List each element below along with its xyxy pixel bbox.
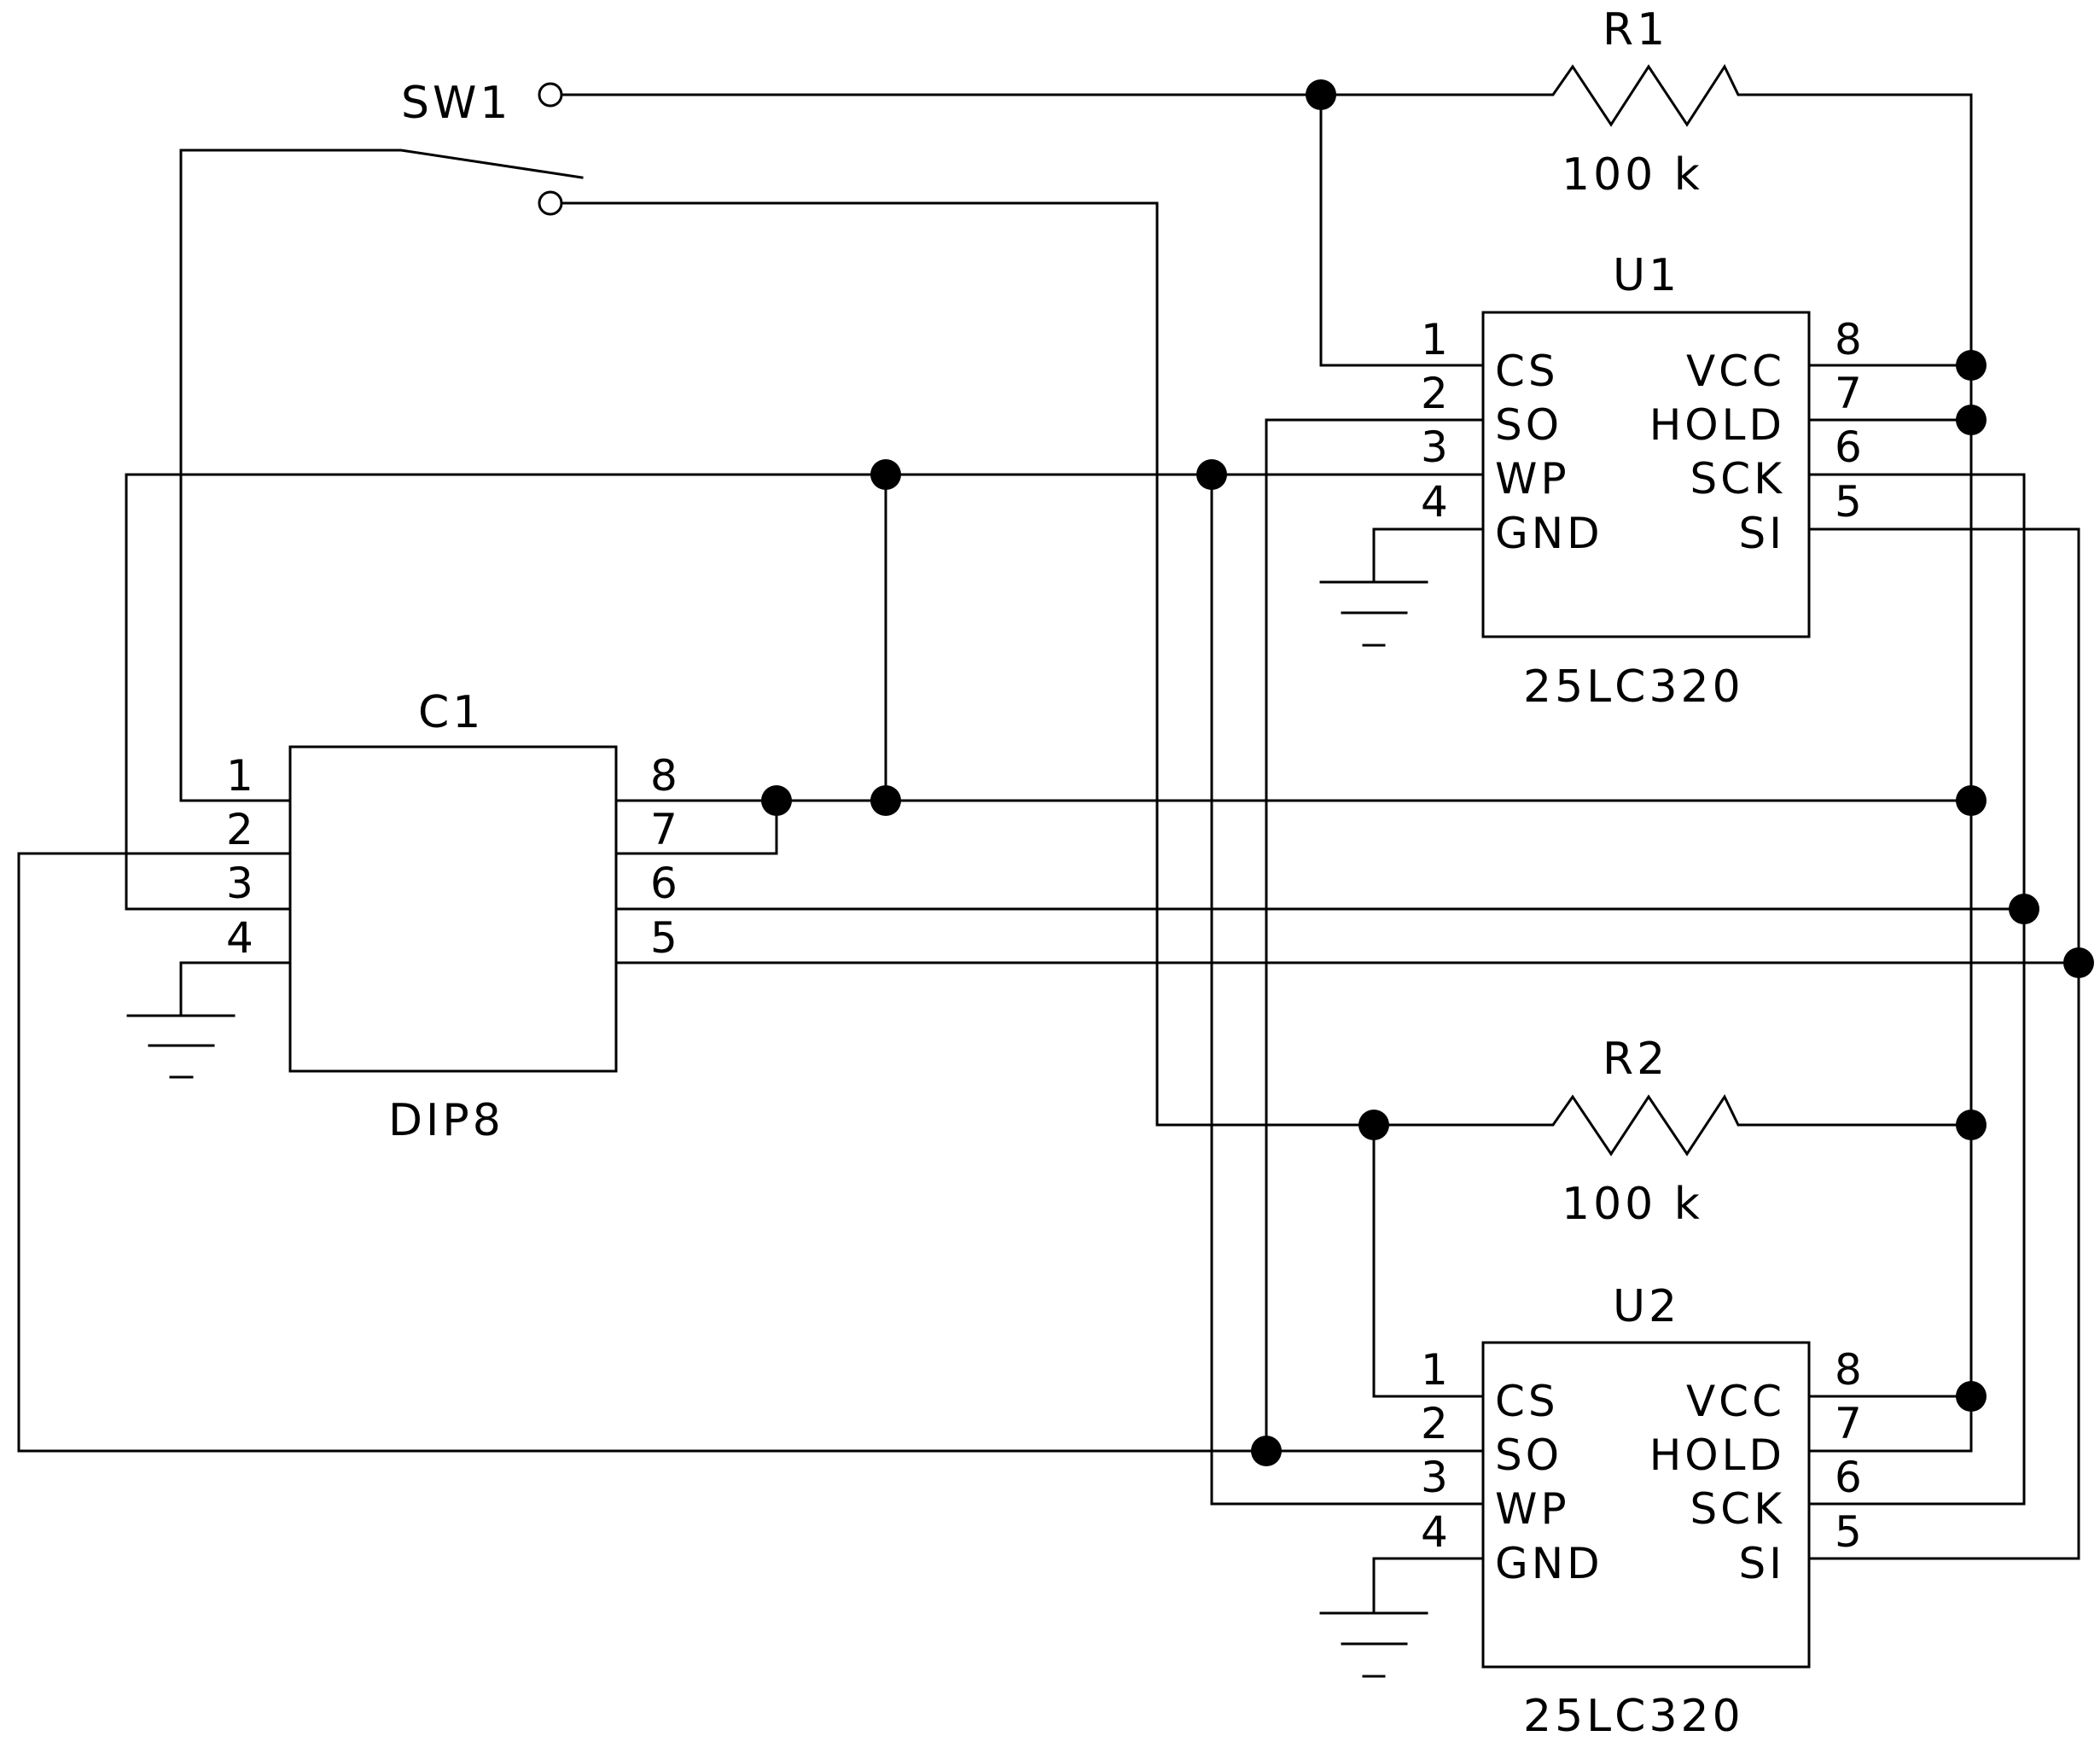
sw1-label: SW1 xyxy=(401,78,512,129)
u2-label: U2 xyxy=(1613,1281,1680,1332)
wire-c1-pin7 xyxy=(614,799,778,855)
r1-zigzag xyxy=(1541,63,1973,1408)
u2-pin-so: SO xyxy=(1495,1430,1562,1480)
resistor-r2: R2 100 k xyxy=(1541,1034,1973,1230)
c1-pin-5-num: 5 xyxy=(650,913,678,963)
r2-value: 100 k xyxy=(1562,1179,1703,1230)
u2-pin-2-num: 2 xyxy=(1421,1399,1448,1448)
wire-sw1-r2 xyxy=(560,201,1544,1127)
wire-u2-cs xyxy=(1372,1123,1485,1398)
u1-pin-vcc: VCC xyxy=(1686,347,1785,396)
junction-dot xyxy=(1251,1436,1282,1466)
junction-dot xyxy=(2009,894,2039,924)
u1-pin-gnd: GND xyxy=(1495,509,1603,558)
c1-pin-2-num: 2 xyxy=(226,805,253,854)
u1-pin-7-num: 7 xyxy=(1835,369,1862,418)
r2-zigzag xyxy=(1541,1093,1973,1156)
u1-pin-5-num: 5 xyxy=(1835,477,1862,527)
junction-dot xyxy=(2063,947,2094,978)
junction-dot xyxy=(1956,785,1987,816)
sw1-terminal-bottom xyxy=(538,190,563,216)
u2-pin-hold: HOLD xyxy=(1649,1430,1785,1480)
wire-so-bus xyxy=(1265,418,1485,1453)
wire-u1-cs xyxy=(1319,93,1485,367)
u1-pin-so: SO xyxy=(1495,400,1562,450)
u2-pin-cs: CS xyxy=(1495,1377,1559,1426)
u1-pin-6-num: 6 xyxy=(1835,422,1862,472)
junction-dot xyxy=(1196,459,1227,490)
c1-pin-4-num: 4 xyxy=(226,913,253,963)
u1-pin-3-num: 3 xyxy=(1421,422,1448,472)
u1-pin-sck: SCK xyxy=(1690,454,1785,504)
u2-pin-8-num: 8 xyxy=(1835,1345,1862,1395)
u2-pin-3-num: 3 xyxy=(1421,1453,1448,1502)
u1-pin-1-num: 1 xyxy=(1421,315,1448,364)
c1-part: DIP8 xyxy=(388,1095,504,1146)
u1-pin-4-num: 4 xyxy=(1421,477,1448,527)
c1-pin-7-num: 7 xyxy=(650,805,678,854)
junction-dot xyxy=(870,785,901,816)
junction-dot xyxy=(1956,1110,1987,1140)
junction-dot xyxy=(761,785,792,816)
wires xyxy=(17,93,2080,1615)
c1-pin-1-num: 1 xyxy=(226,751,253,801)
wire-u2-hold xyxy=(1807,1395,1973,1453)
connector-c1: C1 DIP8 1 2 3 4 8 7 6 5 xyxy=(226,687,678,1146)
wire-c1-gnd xyxy=(179,961,292,1017)
switch-sw1: SW1 xyxy=(179,78,584,216)
ground-symbol-c1 xyxy=(126,1014,236,1079)
resistor-r1: R1 100 k xyxy=(1541,4,1973,1408)
junction-dot xyxy=(1956,1381,1987,1412)
u2-part: 25LC320 xyxy=(1523,1691,1744,1742)
junctions xyxy=(761,79,2094,1466)
junction-dot xyxy=(870,459,901,490)
chip-u2: U2 25LC320 1 2 3 4 CS SO WP GND 8 7 6 5 … xyxy=(1421,1281,1862,1742)
junction-dot xyxy=(1306,79,1336,110)
c1-body xyxy=(288,745,618,1073)
wire-u2-gnd xyxy=(1372,1557,1485,1615)
u2-pin-si: SI xyxy=(1739,1539,1785,1588)
wire-c1-pin2 xyxy=(17,852,1485,1453)
junction-dot xyxy=(1956,405,1987,435)
u2-pin-sck: SCK xyxy=(1690,1484,1785,1534)
u1-pin-hold: HOLD xyxy=(1649,400,1785,450)
wire-sck-bus xyxy=(1807,473,2026,1506)
r2-label: R2 xyxy=(1603,1034,1668,1085)
ground-symbol-u2 xyxy=(1319,1611,1428,1678)
u1-pin-8-num: 8 xyxy=(1835,315,1862,364)
sw1-terminal-top xyxy=(538,82,563,108)
wire-si-bus xyxy=(1807,527,2080,1560)
c1-pin-8-num: 8 xyxy=(650,751,678,801)
u2-pin-7-num: 7 xyxy=(1835,1399,1862,1448)
u2-pin-wp: WP xyxy=(1495,1484,1570,1534)
u1-label: U1 xyxy=(1613,250,1680,301)
c1-pin-6-num: 6 xyxy=(650,859,678,908)
u2-pin-gnd: GND xyxy=(1495,1539,1603,1588)
ground-symbol-u1 xyxy=(1319,580,1428,647)
u2-pin-1-num: 1 xyxy=(1421,1345,1448,1395)
r1-label: R1 xyxy=(1603,4,1668,55)
u2-pin-5-num: 5 xyxy=(1835,1507,1862,1557)
c1-label: C1 xyxy=(418,687,484,738)
u1-pin-2-num: 2 xyxy=(1421,369,1448,418)
u2-pin-6-num: 6 xyxy=(1835,1453,1862,1502)
wire-u1-gnd xyxy=(1372,527,1485,584)
chip-u1: U1 25LC320 1 2 3 4 CS SO WP GND 8 7 6 5 … xyxy=(1421,250,1862,713)
c1-pin-3-num: 3 xyxy=(226,859,253,908)
wire-wp-bus xyxy=(1210,473,1485,1506)
u1-pin-cs: CS xyxy=(1495,347,1559,396)
junction-dot xyxy=(1358,1110,1389,1140)
sw1-lever-wire xyxy=(179,149,584,205)
wire-c1-pin1 xyxy=(179,201,292,802)
u2-pin-vcc: VCC xyxy=(1686,1377,1785,1426)
junction-dot xyxy=(1956,350,1987,381)
u1-pin-wp: WP xyxy=(1495,454,1570,504)
u1-pin-si: SI xyxy=(1739,509,1785,558)
u1-part: 25LC320 xyxy=(1523,661,1744,713)
u2-pin-4-num: 4 xyxy=(1421,1507,1448,1557)
wire-c1-pin3 xyxy=(125,473,1485,911)
r1-value: 100 k xyxy=(1562,149,1703,201)
